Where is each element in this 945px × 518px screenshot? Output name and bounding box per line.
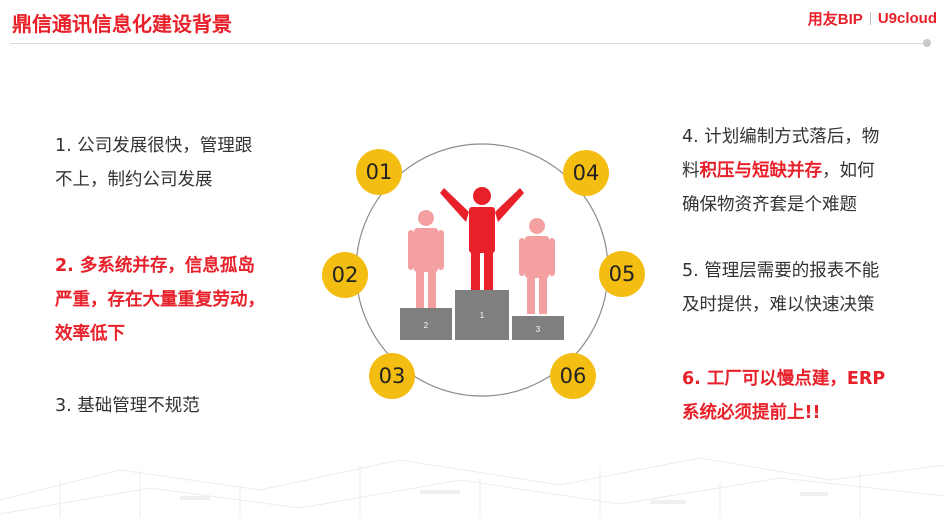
right-item-5-line-2: 及时提供，难以快速决策 [682, 295, 875, 315]
podium-first-label: 1 [480, 311, 485, 320]
podium-first [455, 290, 509, 340]
header-divider-dot [923, 39, 931, 47]
header-divider [10, 43, 923, 44]
left-item-2: 2. 多系统并存，信息孤岛 严重，存在大量重复劳动， 效率低下 [55, 249, 265, 351]
left-item-1-line-1: 1. 公司发展很快，管理跟 [55, 136, 253, 156]
left-item-1: 1. 公司发展很快，管理跟 不上，制约公司发展 [55, 129, 252, 197]
figure-second [408, 210, 444, 308]
right-item-5: 5. 管理层需要的报表不能 及时提供，难以快速决策 [682, 254, 879, 322]
figure-third [519, 218, 555, 314]
right-item-4-line-1: 4. 计划编制方式落后，物 [682, 127, 880, 147]
podium-third-label: 3 [536, 325, 541, 334]
logo-divider [869, 12, 871, 25]
left-item-3-line-1: 3. 基础管理不规范 [55, 396, 200, 416]
podium-second [400, 308, 452, 340]
badge-01: 01 [356, 149, 402, 195]
right-item-4-line-2-post: ，如何 [822, 161, 875, 181]
badge-03: 03 [369, 353, 415, 399]
left-item-1-line-2: 不上，制约公司发展 [55, 170, 213, 190]
badge-06: 06 [550, 353, 596, 399]
right-item-4: 4. 计划编制方式落后，物 料积压与短缺并存，如何 确保物资齐套是个难题 [682, 120, 879, 222]
badge-05: 05 [599, 251, 645, 297]
logo-yonyou-bip: 用友BIP [807, 11, 863, 28]
left-item-2-line-3: 效率低下 [55, 324, 125, 344]
right-item-6-line-1: 6. 工厂可以慢点建，ERP [682, 369, 886, 389]
badge-04: 04 [563, 150, 609, 196]
right-item-6: 6. 工厂可以慢点建，ERP 系统必须提前上!! [682, 362, 885, 430]
logo: 用友BIP U9cloud [808, 8, 937, 29]
right-item-4-line-2-pre: 料 [682, 161, 700, 181]
right-item-5-line-1: 5. 管理层需要的报表不能 [682, 261, 880, 281]
badge-02: 02 [322, 252, 368, 298]
figure-winner [440, 187, 524, 291]
logo-u9cloud: U9cloud [877, 10, 937, 27]
page-title: 鼎信通讯信息化建设背景 [12, 12, 232, 36]
right-item-4-line-3: 确保物资齐套是个难题 [682, 195, 857, 215]
left-item-3: 3. 基础管理不规范 [55, 389, 200, 423]
left-item-2-line-1: 2. 多系统并存，信息孤岛 [55, 256, 255, 276]
right-item-4-line-2: 料积压与短缺并存，如何 [682, 154, 879, 188]
podium-third [512, 316, 564, 340]
right-item-4-highlight: 积压与短缺并存 [699, 161, 823, 181]
podium-second-label: 2 [424, 321, 429, 330]
podium-illustration: 2 1 3 [355, 143, 609, 397]
left-item-2-line-2: 严重，存在大量重复劳动， [55, 290, 265, 310]
background-pattern [0, 457, 945, 518]
right-item-6-line-2: 系统必须提前上!! [682, 403, 821, 423]
